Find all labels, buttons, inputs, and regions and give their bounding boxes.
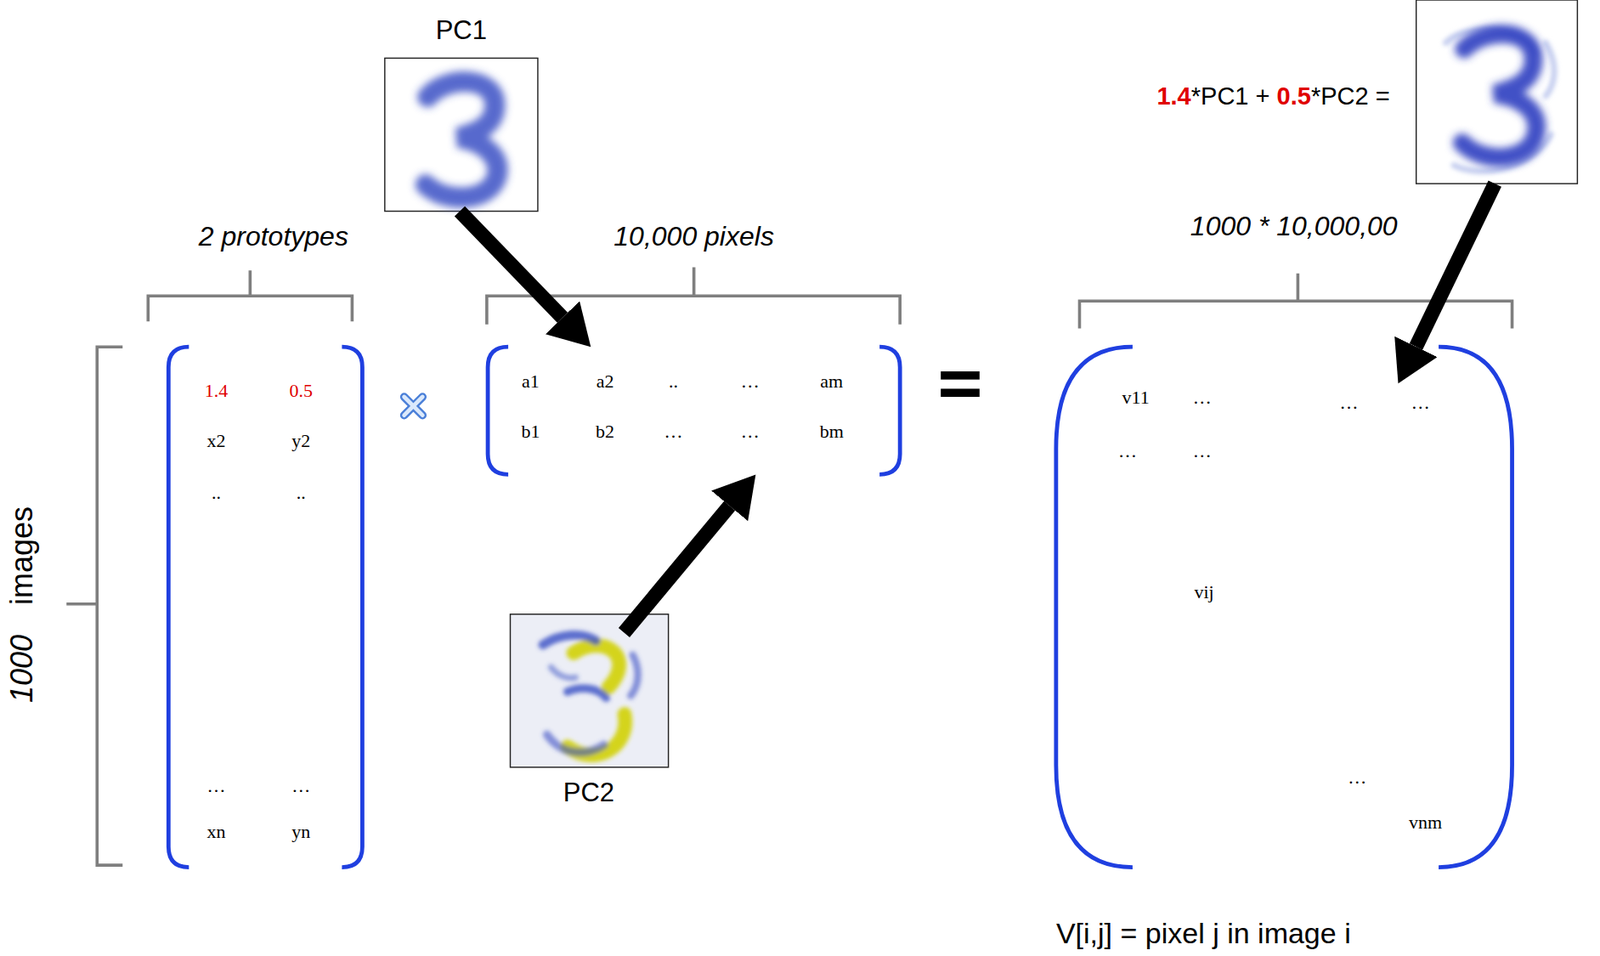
bracket (66, 267, 1512, 866)
matrix-cell: y2 (291, 430, 311, 452)
matrix-cell: v11 (1121, 387, 1149, 408)
times-symbol (404, 396, 424, 416)
pointer-arrow (623, 505, 730, 633)
matrix-parenthesis (168, 346, 1512, 867)
equals-symbol (940, 371, 980, 397)
coefficient: 0.5 (1277, 83, 1312, 111)
matrix-cell: … (1411, 392, 1431, 413)
matrix-cell: … (1347, 767, 1367, 788)
matrix-cell: .. (668, 371, 679, 392)
matrix-cell: bm (819, 421, 844, 442)
matrix-cell: vnm (1408, 812, 1442, 833)
matrix-cell: b2 (595, 421, 615, 442)
matrix-cell: xn (207, 821, 227, 843)
coefficient: 1.4 (1156, 83, 1191, 111)
result-image-box: 1.4*PC1 +0.5*PC2 = (1051, 0, 1578, 184)
matrix-cell: a1 (521, 371, 540, 392)
matrix-cell: … (1118, 440, 1137, 462)
image-matrix: v11 … … … … … vij … vnm (1056, 346, 1513, 867)
matrix-cell: .. (296, 482, 306, 504)
matrix-cell: 0.5 (289, 380, 314, 402)
dimension-label: 1000 * 10,000,00 (1190, 211, 1398, 242)
axis-label: 1000 (5, 634, 40, 703)
image-title: PC2 (563, 778, 615, 808)
matrix-cell: b1 (520, 421, 540, 442)
matrix-cell: … (1339, 392, 1359, 413)
pc1-image-box: PC1 (384, 10, 538, 212)
pc1-image (384, 57, 538, 211)
dimension-label: 10,000 pixels (613, 221, 775, 252)
formula-row: 1.4*PC1 +0.5*PC2 = (1156, 83, 1390, 111)
pointer-arrow (459, 211, 563, 318)
matrix-cell: .. (211, 482, 221, 504)
axis-label: images (5, 506, 40, 605)
coefficient-matrix: 1.4 0.5 x2 y2.... … … xn yn (168, 346, 362, 867)
matrix-cell: a2 (596, 371, 615, 392)
pointer-arrow (1415, 183, 1495, 347)
dimension-label: 2 prototypes (198, 221, 349, 252)
result-image (1416, 0, 1578, 184)
formula-term: *PC2 = (1311, 83, 1391, 111)
prototype-matrix: a1 a2.. … am b1 b2 … … bm (487, 346, 900, 475)
matrix-cell: … (740, 421, 760, 442)
matrix-cell: x2 (207, 430, 227, 452)
matrix-cell: … (1192, 387, 1212, 408)
pc2-image (510, 614, 669, 768)
caption-note: V[i,j] = pixel j in image i (1056, 917, 1352, 950)
pc2-image-box: PC2 (509, 614, 668, 812)
matrix-cell: … (664, 421, 684, 442)
matrix-cell: 1.4 (204, 380, 229, 402)
matrix-cell: … (291, 775, 311, 797)
matrix-cell: vij (1193, 581, 1214, 602)
matrix-cell: am (819, 371, 843, 392)
matrix-cell: yn (291, 821, 311, 843)
image-title: PC1 (435, 16, 487, 46)
matrix-cell: … (1192, 440, 1212, 462)
formula-term: *PC1 + (1191, 83, 1271, 111)
matrix-cell: … (740, 371, 760, 392)
matrix-cell: … (207, 775, 227, 797)
